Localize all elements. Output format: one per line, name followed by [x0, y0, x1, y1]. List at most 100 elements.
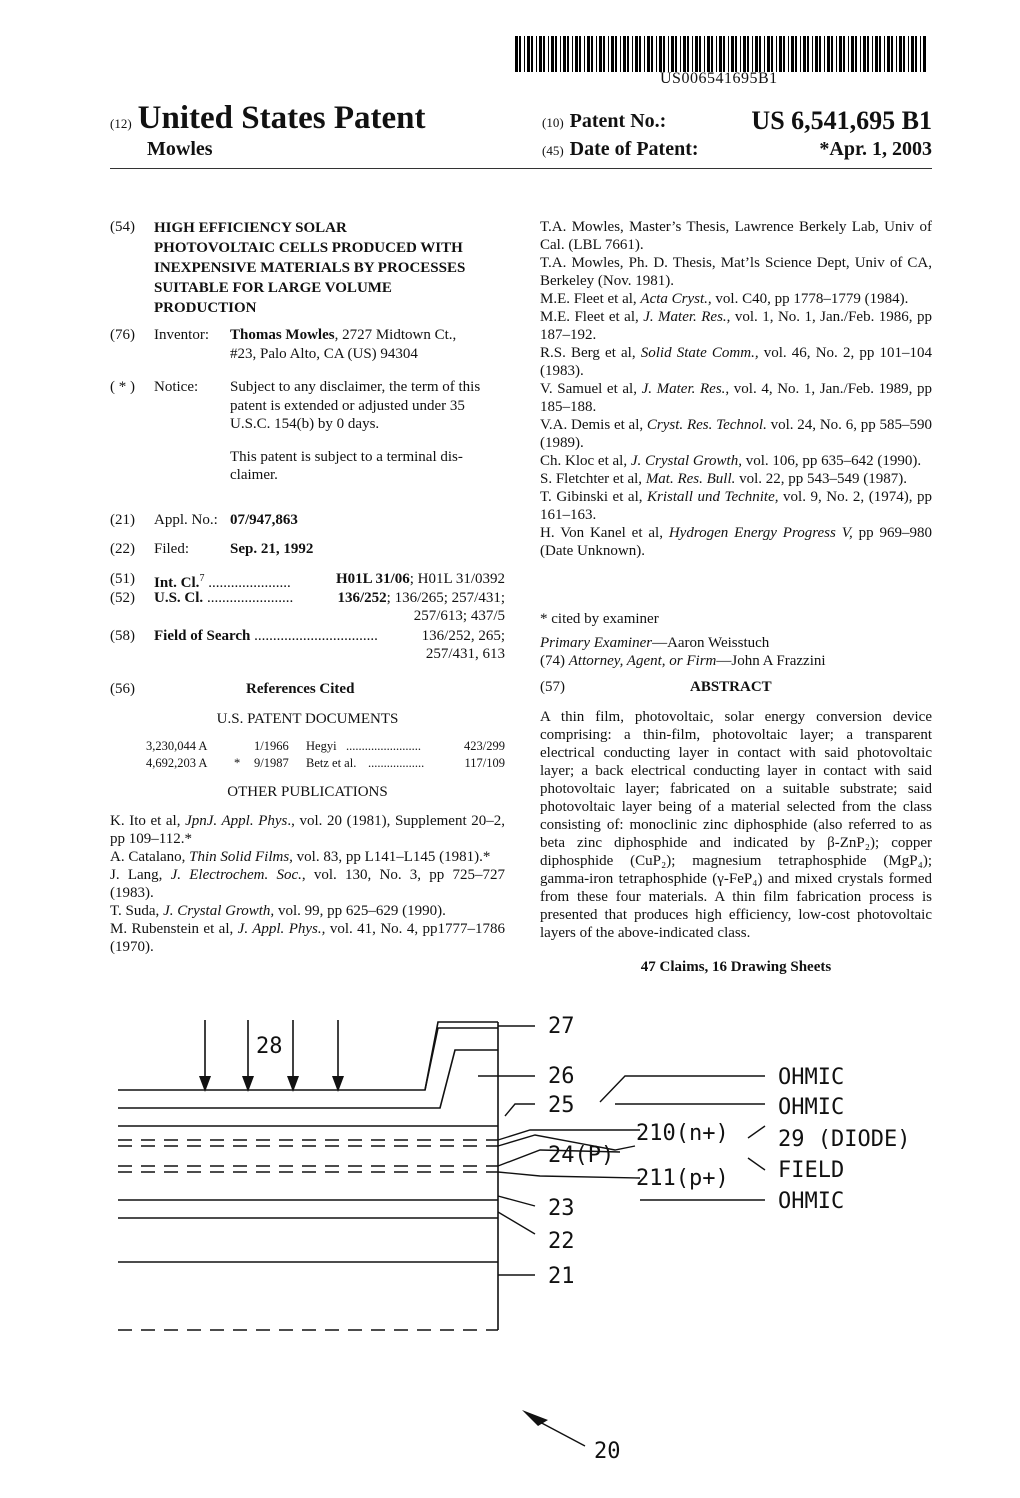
inid-code-54: (54) [110, 219, 135, 235]
int-cl-field: (51) Int. Cl.7 ...................... H0… [110, 570, 505, 591]
inid-code-56: (56) [110, 681, 135, 697]
barcode-bar [680, 36, 681, 72]
pub-author: R.S. Berg et al, [540, 345, 641, 361]
barcode-bar [623, 36, 626, 72]
barcode-bar [519, 36, 521, 72]
barcode-bar [587, 36, 590, 72]
pub-journal: J. Mater. Res. [641, 381, 726, 397]
us-cl-label: U.S. Cl. [154, 590, 204, 606]
pub-details: , vol. 4, No. 1, Jan./Feb. 1989, pp 185–… [540, 381, 932, 415]
pub-author: J. Lang, [110, 867, 171, 883]
leader-dots: ...................... [204, 575, 291, 591]
barcode-bar [719, 36, 722, 72]
barcode-bar [683, 36, 686, 72]
label-ohmic-2: OHMIC [778, 1095, 844, 1120]
other-publications-list: K. Ito et al, JpnJ. Appl. Phys., vol. 20… [110, 812, 505, 956]
inid-code-12: (12) [110, 116, 132, 131]
us-cl-field: (52) U.S. Cl. ....................... 13… [110, 589, 505, 627]
appl-no-field: (21) Appl. No.: 07/947,863 [110, 511, 505, 531]
pub-author: A. Catalano, [110, 849, 190, 865]
leader-line [497, 1134, 636, 1151]
pub-details: , vol. 130, No. 3, pp 725–727 (1983). [110, 867, 505, 901]
barcode-bar [908, 36, 909, 72]
barcode-bar [668, 36, 669, 72]
publication-entry: A. Catalano, Thin Solid Films, vol. 83, … [110, 848, 505, 866]
inid-code-58: (58) [110, 628, 135, 644]
title-line: INEXPENSIVE MATERIALS BY PROCESSES [154, 260, 466, 276]
barcode-bar [903, 36, 905, 72]
pub-details: pp 969–980 (Date Unknown). [540, 525, 932, 559]
pub-details: vol. 24, No. 6, pp 585–590 (1989). [540, 417, 932, 451]
leader-line [497, 1171, 641, 1179]
barcode-bar [800, 36, 801, 72]
label-23: 23 [548, 1196, 575, 1221]
label-27: 27 [548, 1014, 575, 1039]
filed-label: Filed: [154, 541, 190, 557]
leader-dots: ....................... [203, 590, 294, 606]
search-classes-line1: 136/252, 265; [421, 628, 505, 644]
publication-entry: V. Samuel et al, J. Mater. Res., vol. 4,… [540, 380, 932, 416]
barcode-bar [839, 36, 842, 72]
barcode-bar [803, 36, 806, 72]
barcode-bar [603, 36, 605, 72]
barcode-bar [827, 36, 830, 72]
label-ohmic-3: OHMIC [778, 1189, 844, 1214]
document-type: United States Patent [137, 100, 426, 136]
barcode-bar [543, 36, 545, 72]
barcode-bar [735, 36, 737, 72]
barcode-bar [615, 36, 617, 72]
publication-entry: K. Ito et al, JpnJ. Appl. Phys., vol. 20… [110, 812, 505, 848]
cited-by-examiner-mark: * [234, 756, 241, 770]
barcode-bar [851, 36, 854, 72]
reference-arrow-icon [522, 1410, 548, 1426]
barcode-bar [824, 36, 825, 72]
pub-details: vol. 22, pp 543–549 (1987). [735, 471, 908, 487]
label-26: 26 [548, 1064, 575, 1089]
barcode-bar [584, 36, 585, 72]
pub-author: V. Samuel et al, [540, 381, 642, 397]
inid-code-76: (76) [110, 327, 135, 343]
barcode-image [515, 36, 926, 72]
inid-code-45: (45) [542, 143, 564, 158]
barcode-bar [635, 36, 638, 72]
patent-date-row: (45)Date of Patent: *Apr. 1, 2003 [542, 138, 932, 161]
barcode-bar [591, 36, 593, 72]
pub-details: vol. 46, No. 2, pp 101–104 (1983). [540, 345, 933, 379]
patent-number-row: (10)Patent No.: US 6,541,695 B1 [542, 106, 932, 135]
pub-journal: Acta Cryst., [640, 291, 712, 307]
references-cited-heading: References Cited [246, 681, 355, 697]
pub-author: H. Von Kanel et al, [540, 525, 669, 541]
pub-details: vol. C40, pp 1778–1779 (1984). [711, 291, 909, 307]
publication-entry: J. Lang, J. Electrochem. Soc., vol. 130,… [110, 866, 505, 902]
barcode-bar [699, 36, 701, 72]
barcode-bar [747, 36, 749, 72]
publication-entry: M. Rubenstein et al, J. Appl. Phys., vol… [110, 920, 505, 956]
barcode-bar [536, 36, 537, 72]
patent-number-cited: 3,230,044 A [146, 739, 208, 753]
pub-journal: J. Electrochem. Soc. [170, 867, 302, 883]
label-field: FIELD [778, 1158, 844, 1183]
barcode-number: US006541695B1 [660, 70, 778, 87]
inventor-field: (76) Inventor: Thomas Mowles, 2727 Midto… [110, 326, 505, 366]
int-cl-rest: ; H01L 31/0392 [409, 571, 505, 587]
representative-drawing: 28 27 26 25 24(P) 210(n+) 211(p+) 23 22 … [118, 1014, 910, 1464]
leader-line [599, 1075, 765, 1103]
notice-line: patent is extended or adjusted under 35 [230, 397, 465, 414]
label-28-box [252, 1030, 292, 1058]
leader-dots: ................................. [250, 628, 378, 644]
barcode-bar [788, 36, 789, 72]
barcode-bar [896, 36, 897, 72]
barcode-bar [524, 36, 525, 72]
barcode-bar [879, 36, 881, 72]
top-grid-contact-edge [424, 1027, 498, 1091]
leader-dots: .................. [368, 756, 425, 770]
patent-number-cited: 4,692,203 A [146, 756, 208, 770]
leader-line [497, 1211, 536, 1235]
barcode-bar [647, 36, 650, 72]
barcode-bar [695, 36, 698, 72]
patent-citation-row: 4,692,203 A * 9/1987 Betz et al. .......… [110, 755, 505, 772]
barcode-bar [599, 36, 602, 72]
barcode-bar [563, 36, 566, 72]
pub-journal: J. Crystal Growth, [630, 453, 742, 469]
barcode-bar [759, 36, 761, 72]
